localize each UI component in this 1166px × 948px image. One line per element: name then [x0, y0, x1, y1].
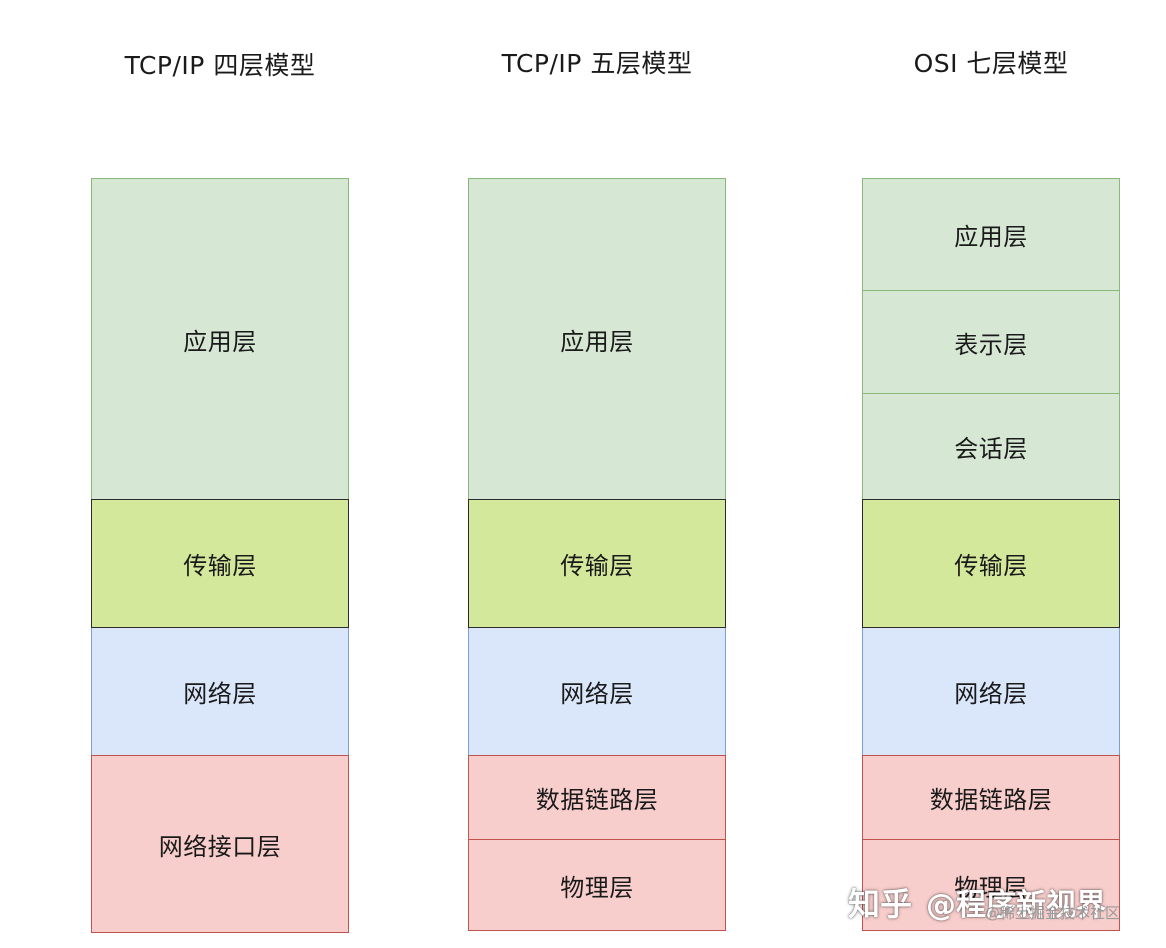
- tcpip-4-stack: 应用层 传输层 网络层 网络接口层: [91, 178, 349, 934]
- watermark-user: @程序新视界: [926, 888, 1107, 923]
- layer-transport: 传输层: [468, 499, 726, 628]
- layer-session: 会话层: [862, 393, 1120, 500]
- layer-physical: 物理层: [862, 839, 1120, 931]
- juejin-watermark: @稀土掘金技术社区: [985, 904, 1121, 922]
- layer-network: 网络层: [91, 627, 349, 756]
- layer-network: 网络层: [862, 627, 1120, 756]
- osi-7-stack: 应用层 表示层 会话层 传输层 网络层 数据链路层 物理层: [862, 178, 1120, 934]
- layer-physical: 物理层: [468, 839, 726, 931]
- layer-data-link: 数据链路层: [862, 755, 1120, 840]
- layer-application: 应用层: [468, 178, 726, 500]
- layer-transport: 传输层: [862, 499, 1120, 628]
- layer-transport: 传输层: [91, 499, 349, 628]
- layer-application: 应用层: [862, 178, 1120, 291]
- watermark-brand: 知乎: [848, 885, 913, 923]
- tcpip-5-stack: 应用层 传输层 网络层 数据链路层 物理层: [468, 178, 726, 934]
- model-title-osi-7: OSI 七层模型: [913, 49, 1069, 78]
- layer-application: 应用层: [91, 178, 349, 500]
- zhihu-watermark: 知乎 @程序新视界: [848, 872, 1106, 932]
- layer-presentation: 表示层: [862, 290, 1120, 394]
- layer-network-interface: 网络接口层: [91, 755, 349, 933]
- model-title-tcpip-4: TCP/IP 四层模型: [124, 51, 316, 80]
- layer-data-link: 数据链路层: [468, 755, 726, 840]
- layer-network: 网络层: [468, 627, 726, 756]
- model-title-tcpip-5: TCP/IP 五层模型: [501, 49, 693, 78]
